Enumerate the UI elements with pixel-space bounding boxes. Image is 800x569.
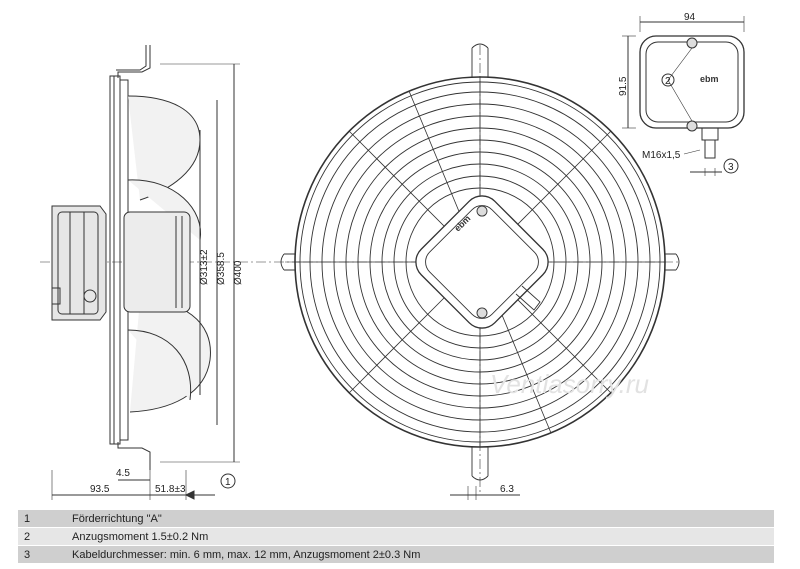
diameter-400-label: Ø400 bbox=[233, 260, 244, 285]
legend-number: 1 bbox=[18, 510, 66, 528]
legend-text: Anzugsmoment 1.5±0.2 Nm bbox=[66, 527, 774, 546]
box-width-label: 94 bbox=[684, 12, 696, 23]
box-height-label: 91.5 bbox=[618, 76, 629, 96]
dimension-6-3-label: 6.3 bbox=[500, 484, 514, 495]
front-terminal-box bbox=[415, 195, 549, 329]
callout-2-label: 2 bbox=[665, 76, 671, 87]
legend-number: 2 bbox=[18, 527, 66, 546]
watermark-text: Ventiasorry.ru bbox=[490, 369, 649, 399]
legend-text: Förderrichtung "A" bbox=[66, 510, 774, 528]
mounting-feet bbox=[280, 43, 680, 481]
fan-technical-drawing: Ø313±2 Ø358.5 Ø400 4.5 93.5 51.8±3 1 bbox=[40, 12, 745, 500]
dimension-4-5-label: 4.5 bbox=[116, 468, 130, 479]
legend-number: 3 bbox=[18, 545, 66, 564]
dimension-93-5-label: 93.5 bbox=[90, 484, 110, 495]
callout-1-label: 1 bbox=[225, 477, 231, 488]
legend-table: 1 Förderrichtung "A" 2 Anzugsmoment 1.5±… bbox=[18, 510, 774, 564]
cable-gland-label: M16x1,5 bbox=[642, 150, 681, 161]
front-view bbox=[280, 43, 680, 500]
callout-3-label: 3 bbox=[728, 162, 734, 173]
terminal-box-detail bbox=[622, 16, 745, 176]
dimension-51-8-label: 51.8±3 bbox=[155, 484, 186, 495]
side-view bbox=[40, 45, 300, 500]
legend-text: Kabeldurchmesser: min. 6 mm, max. 12 mm,… bbox=[66, 545, 774, 564]
legend-row: 2 Anzugsmoment 1.5±0.2 Nm bbox=[18, 527, 774, 546]
legend-row: 1 Förderrichtung "A" bbox=[18, 510, 774, 528]
diameter-358-label: Ø358.5 bbox=[216, 252, 227, 285]
legend-row: 3 Kabeldurchmesser: min. 6 mm, max. 12 m… bbox=[18, 545, 774, 564]
diameter-313-label: Ø313±2 bbox=[199, 249, 210, 285]
detail-logo: ebm bbox=[700, 74, 719, 84]
